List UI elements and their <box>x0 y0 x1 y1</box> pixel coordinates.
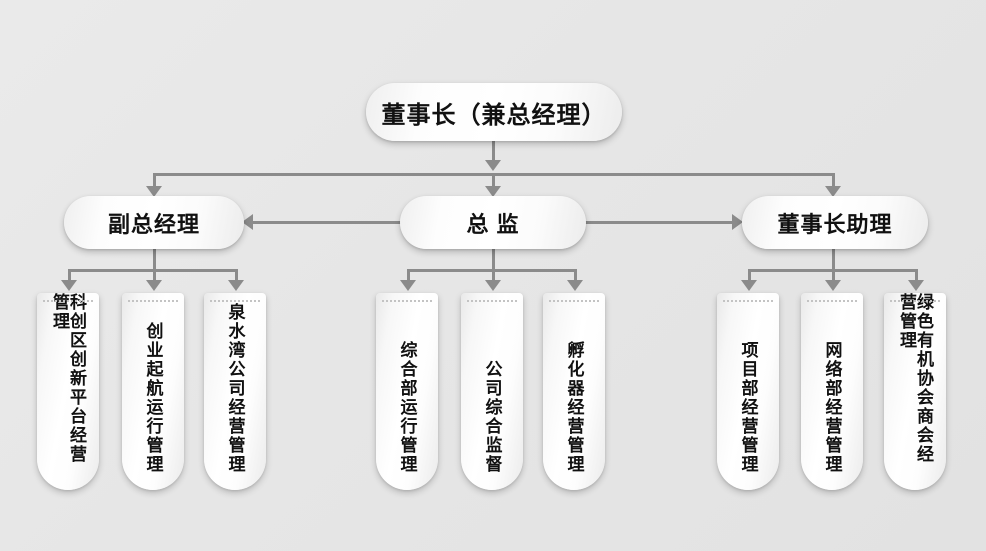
node-department-6-label: 孵化器经营管理 <box>564 341 584 474</box>
tear-line-icon <box>549 300 599 302</box>
node-department-3[interactable]: 泉水湾公司经营管理 <box>204 293 266 490</box>
connector-assistant-drop-3 <box>915 269 918 283</box>
tear-line-icon <box>890 300 940 302</box>
node-chairman-label: 董事长（兼总经理） <box>381 101 607 129</box>
node-department-7-label: 项目部经营管理 <box>738 341 758 474</box>
node-department-7[interactable]: 项目部经营管理 <box>717 293 779 490</box>
connector-vp-drop-2 <box>153 269 156 283</box>
tear-line-icon <box>807 300 857 302</box>
connector-vp-stem <box>153 249 156 271</box>
connector-assistant-stem <box>832 249 835 271</box>
arrowhead-assistant <box>825 186 841 197</box>
node-department-4[interactable]: 综合部运行管理 <box>376 293 438 490</box>
tear-line-icon <box>43 300 93 302</box>
node-department-5[interactable]: 公司综合监督 <box>461 293 523 490</box>
tear-line-icon <box>210 300 260 302</box>
arrowhead-dept-4 <box>400 280 416 291</box>
node-department-9-label: 绿色有机协会商会经营管理 <box>897 293 933 464</box>
node-department-2-label: 创业起航运行管理 <box>143 322 163 474</box>
tear-line-icon <box>128 300 178 302</box>
arrowhead-dept-1 <box>61 280 77 291</box>
node-department-2[interactable]: 创业起航运行管理 <box>122 293 184 490</box>
connector-level2-left-drop <box>153 173 156 190</box>
arrowhead-dept-5 <box>485 280 501 291</box>
arrowhead-dept-9 <box>908 280 924 291</box>
node-department-4-label: 综合部运行管理 <box>397 341 417 474</box>
arrowhead-director-to-assistant <box>732 214 743 230</box>
connector-director-to-vp <box>252 221 402 224</box>
node-department-6[interactable]: 孵化器经营管理 <box>543 293 605 490</box>
tear-line-icon <box>382 300 432 302</box>
node-chairman-assistant-label: 董事长助理 <box>777 211 893 237</box>
node-department-1-label: 科创区创新平台经营管理 <box>50 293 86 464</box>
connector-director-to-assistant <box>584 221 734 224</box>
node-department-9[interactable]: 绿色有机协会商会经营管理 <box>884 293 946 490</box>
node-department-1[interactable]: 科创区创新平台经营管理 <box>37 293 99 490</box>
node-department-3-label: 泉水湾公司经营管理 <box>225 303 245 474</box>
connector-assistant-drop-1 <box>748 269 751 283</box>
connector-director-drop-2 <box>492 269 495 283</box>
arrowhead-dept-6 <box>567 280 583 291</box>
arrowhead-root-center <box>485 160 501 171</box>
node-chairman-assistant[interactable]: 董事长助理 <box>742 196 928 249</box>
arrowhead-dept-8 <box>825 280 841 291</box>
tear-line-icon <box>723 300 773 302</box>
connector-director-stem <box>492 249 495 271</box>
arrowhead-dept-3 <box>228 280 244 291</box>
arrowhead-dept-2 <box>146 280 162 291</box>
node-department-8-label: 网络部经营管理 <box>822 341 842 474</box>
node-director-label: 总 监 <box>466 211 520 237</box>
arrowhead-dept-7 <box>741 280 757 291</box>
connector-level2-mid-drop <box>492 173 495 190</box>
node-vice-general-manager[interactable]: 副总经理 <box>64 196 244 249</box>
node-vice-general-manager-label: 副总经理 <box>107 211 200 237</box>
connector-root-stem <box>492 141 495 163</box>
connector-vp-drop-3 <box>235 269 238 283</box>
connector-vp-drop-1 <box>68 269 71 283</box>
node-department-8[interactable]: 网络部经营管理 <box>801 293 863 490</box>
connector-director-drop-1 <box>407 269 410 283</box>
connector-assistant-drop-2 <box>832 269 835 283</box>
arrowhead-director <box>485 186 501 197</box>
node-director[interactable]: 总 监 <box>400 196 586 249</box>
connector-level2-right-drop <box>832 173 835 190</box>
node-department-5-label: 公司综合监督 <box>482 360 502 474</box>
connector-director-drop-3 <box>574 269 577 283</box>
node-chairman[interactable]: 董事长（兼总经理） <box>366 83 622 141</box>
arrowhead-vp <box>146 186 162 197</box>
tear-line-icon <box>467 300 517 302</box>
arrowhead-director-to-vp <box>242 214 253 230</box>
